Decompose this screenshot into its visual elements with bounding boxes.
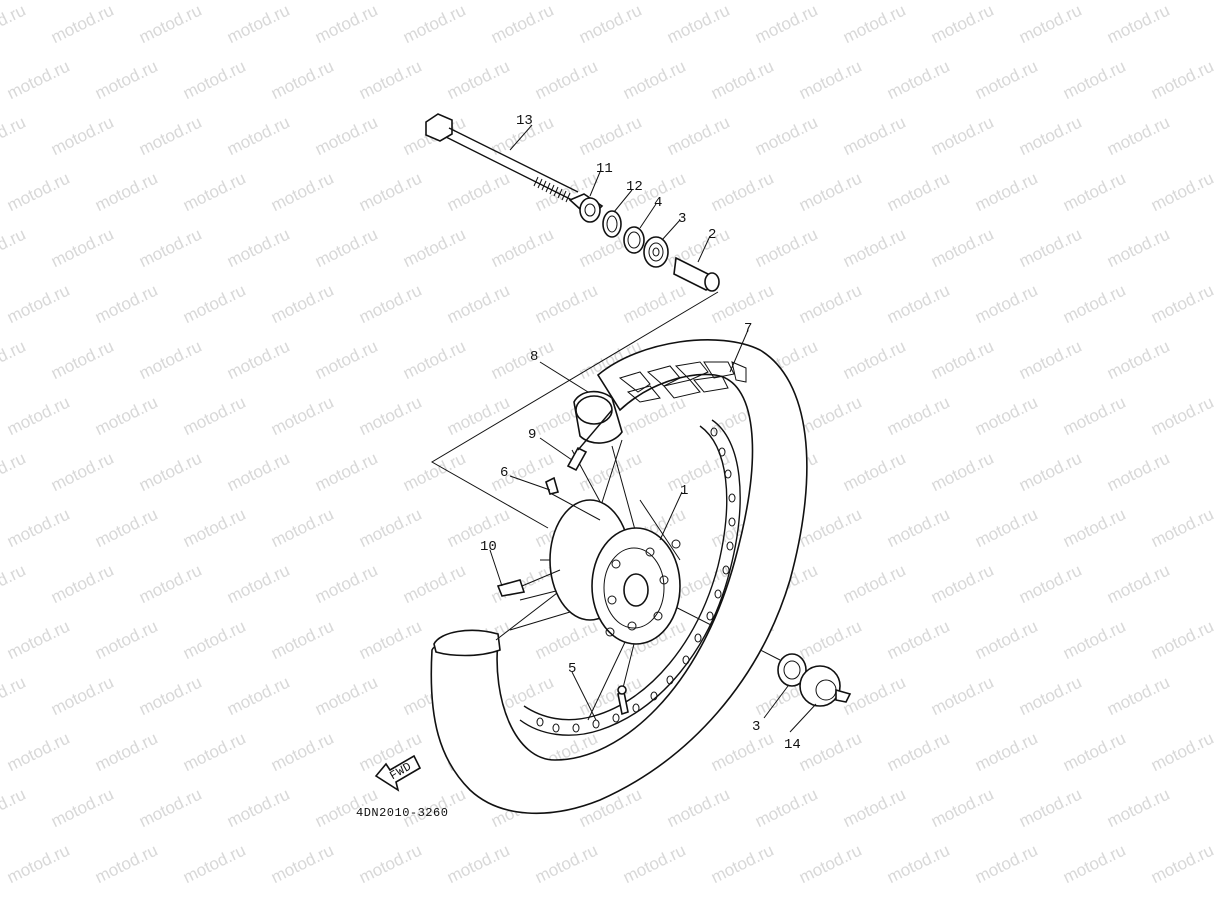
callout-10: 10	[480, 539, 497, 555]
callout-3b: 3	[752, 719, 760, 735]
spoke-hole	[726, 541, 734, 551]
spacer	[673, 256, 720, 292]
spoke-hole	[632, 703, 640, 713]
tire	[430, 339, 808, 815]
spoke-hole	[728, 493, 736, 503]
callout-11: 11	[596, 161, 613, 177]
callout-5: 5	[568, 661, 576, 677]
callout-9: 9	[528, 427, 536, 443]
spoke-hole	[650, 691, 658, 701]
spoke-hole	[682, 655, 690, 665]
spoke-hole	[694, 633, 702, 643]
spoke-hole	[572, 723, 580, 733]
spoke-hole	[724, 469, 732, 479]
spoke	[496, 569, 561, 597]
valve	[617, 685, 629, 716]
spoke-hole	[536, 717, 544, 727]
spoke-holes	[536, 427, 736, 733]
spoke-hole	[710, 427, 718, 437]
spoke-hole	[714, 589, 722, 599]
spoke-hole	[718, 447, 726, 457]
leader-lines	[489, 124, 817, 733]
bearing-upper	[643, 236, 669, 268]
collar	[568, 193, 604, 223]
hub	[549, 499, 681, 645]
fwd-arrow-icon: FWD	[374, 754, 422, 792]
spoke-hole	[666, 675, 674, 685]
callout-7: 7	[744, 321, 752, 337]
spoke-hole	[722, 565, 730, 575]
callout-8: 8	[530, 349, 538, 365]
callout-12: 12	[626, 179, 643, 195]
spoke-hole	[612, 713, 620, 723]
bearing-lower	[777, 653, 807, 687]
rim-band	[433, 390, 623, 657]
callout-4: 4	[654, 195, 662, 211]
spoke-hole	[592, 719, 600, 729]
callout-2: 2	[708, 227, 716, 243]
callout-1: 1	[680, 483, 688, 499]
meter-gear	[799, 665, 852, 707]
spoke-hole	[552, 723, 560, 733]
callout-13: 13	[516, 113, 533, 129]
spoke-hole	[728, 517, 736, 527]
callout-3: 3	[678, 211, 686, 227]
spoke-hole	[706, 611, 714, 621]
diagram-code: 4DN2010-3260	[356, 806, 448, 820]
circlip	[623, 226, 645, 254]
callout-14: 14	[784, 737, 801, 753]
axle	[425, 113, 579, 203]
oil-seal	[602, 210, 622, 238]
callout-6: 6	[500, 465, 508, 481]
valve-stem	[566, 409, 613, 472]
